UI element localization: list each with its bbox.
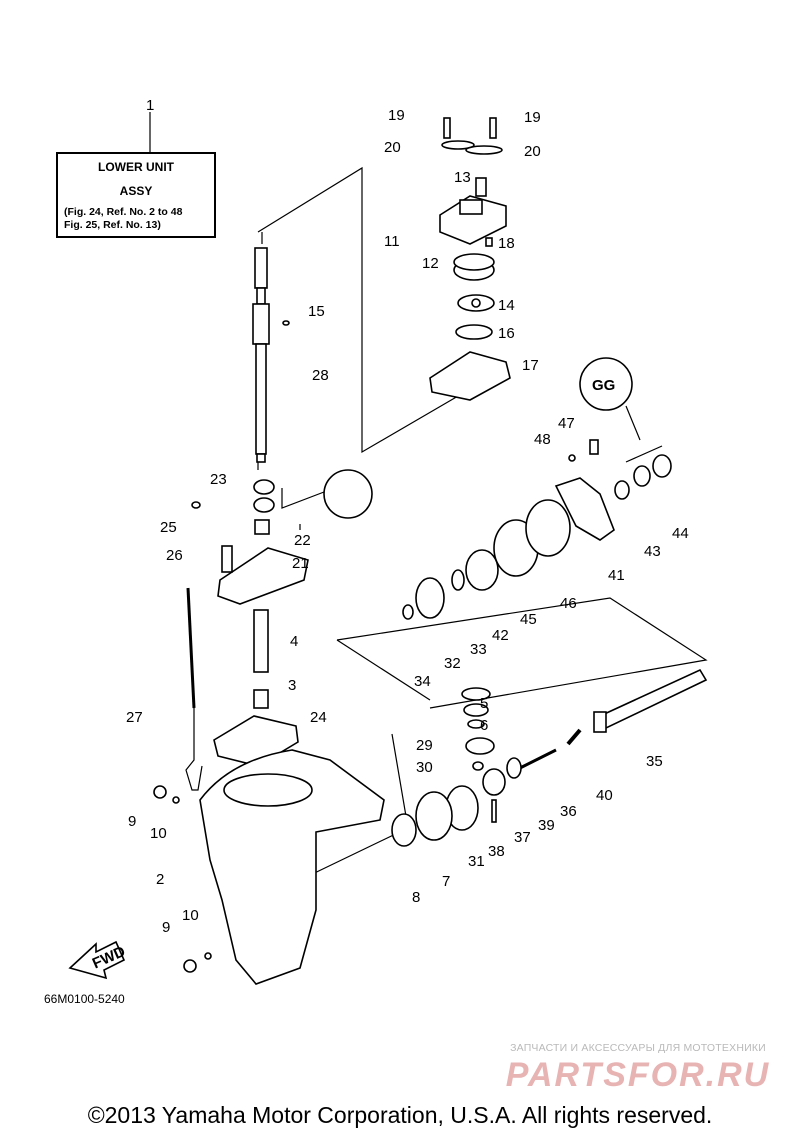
callout-21: 21 <box>292 555 309 572</box>
drive-shaft <box>252 247 290 463</box>
plug-9-upper <box>153 785 167 799</box>
callout-28: 28 <box>312 367 329 384</box>
callout-8: 8 <box>412 889 420 906</box>
callout-17: 17 <box>522 357 539 374</box>
callout-48: 48 <box>534 431 551 448</box>
callout-42: 42 <box>492 627 509 644</box>
callout-47: 47 <box>558 415 575 432</box>
callout-30: 30 <box>416 759 433 776</box>
callout-41: 41 <box>608 567 625 584</box>
impeller <box>457 294 495 312</box>
callout-23: 23 <box>210 471 227 488</box>
callout-34: 34 <box>414 673 431 690</box>
propeller-shaft-group <box>482 668 708 823</box>
callout-22: 22 <box>294 532 311 549</box>
callout-36: 36 <box>560 803 577 820</box>
water-tube <box>253 609 269 673</box>
callout-45: 45 <box>520 611 537 628</box>
callout-6: 6 <box>480 717 488 734</box>
callout-1: 1 <box>146 97 154 114</box>
title-line-1: LOWER UNIT <box>98 160 174 174</box>
detail-callout-bubble: GG <box>323 357 633 519</box>
watermark-logo: PARTSFOR.RU <box>505 1056 771 1094</box>
water-pump-housing <box>439 117 507 247</box>
callout-26: 26 <box>166 547 183 564</box>
callout-16: 16 <box>498 325 515 342</box>
watermark: ЗАПЧАСТИ И АКСЕССУАРЫ ДЛЯ МОТОТЕХНИКИ PA… <box>488 1042 788 1095</box>
callout-11: 11 <box>384 233 400 250</box>
plug-9-lower <box>183 959 197 973</box>
callout-33: 33 <box>470 641 487 658</box>
callout-40: 40 <box>596 787 613 804</box>
callout-31: 31 <box>468 853 485 870</box>
callout-20: 20 <box>524 143 541 160</box>
gasket-10-upper <box>172 796 180 804</box>
callout-10: 10 <box>182 907 199 924</box>
callout-37: 37 <box>514 829 531 846</box>
callout-27: 27 <box>126 709 143 726</box>
outer-plate-17 <box>429 351 511 401</box>
lower-case <box>199 749 385 985</box>
callout-9: 9 <box>162 919 170 936</box>
callout-43: 43 <box>644 543 661 560</box>
callout-46: 46 <box>560 595 577 612</box>
title-ref-2: Fig. 25, Ref. No. 13) <box>64 219 161 231</box>
callout-24: 24 <box>310 709 327 726</box>
gasket-10-lower <box>204 952 212 960</box>
pinion-group <box>461 687 495 771</box>
callout-5: 5 <box>480 695 488 712</box>
callout-7: 7 <box>442 873 450 890</box>
callout-38: 38 <box>488 843 505 860</box>
bearing-stack <box>191 479 309 605</box>
callout-18: 18 <box>498 235 515 252</box>
callout-12: 12 <box>422 255 439 272</box>
guide-3 <box>253 689 269 709</box>
title-line-2: ASSY <box>119 184 153 198</box>
fwd-arrow-icon: FWD <box>68 940 128 980</box>
copyright-notice: ©2013 Yamaha Motor Corporation, U.S.A. A… <box>87 1102 713 1128</box>
callout-2: 2 <box>156 871 164 888</box>
callout-39: 39 <box>538 817 555 834</box>
callout-15: 15 <box>308 303 325 320</box>
callout-14: 14 <box>498 297 515 314</box>
callout-4: 4 <box>290 633 298 650</box>
callout-9: 9 <box>128 813 136 830</box>
callout-20: 20 <box>384 139 401 156</box>
callout-32: 32 <box>444 655 461 672</box>
callout-35: 35 <box>646 753 663 770</box>
gasket-16 <box>455 324 493 340</box>
callout-44: 44 <box>672 525 689 542</box>
callout-3: 3 <box>288 677 296 694</box>
title-ref-1: (Fig. 24, Ref. No. 2 to 48 <box>64 206 183 218</box>
diagram-code: 66M0100-5240 <box>44 992 125 1006</box>
gg-label: GG <box>592 377 615 394</box>
callout-19: 19 <box>524 109 541 126</box>
callout-10: 10 <box>150 825 167 842</box>
callout-25: 25 <box>160 519 177 536</box>
callout-29: 29 <box>416 737 433 754</box>
title-box: LOWER UNIT ASSY (Fig. 24, Ref. No. 2 to … <box>56 152 216 238</box>
watermark-tagline: ЗАПЧАСТИ И АКСЕССУАРЫ ДЛЯ МОТОТЕХНИКИ <box>510 1042 766 1054</box>
shift-rod <box>185 587 203 791</box>
insert-cartridge <box>453 253 495 281</box>
callout-19: 19 <box>388 107 405 124</box>
reverse-gear-group <box>391 785 479 847</box>
forward-gear-group <box>402 439 672 620</box>
callout-13: 13 <box>454 169 471 186</box>
title-line-3: (Fig. 24, Ref. No. 2 to 48 Fig. 25, Ref.… <box>58 206 214 232</box>
